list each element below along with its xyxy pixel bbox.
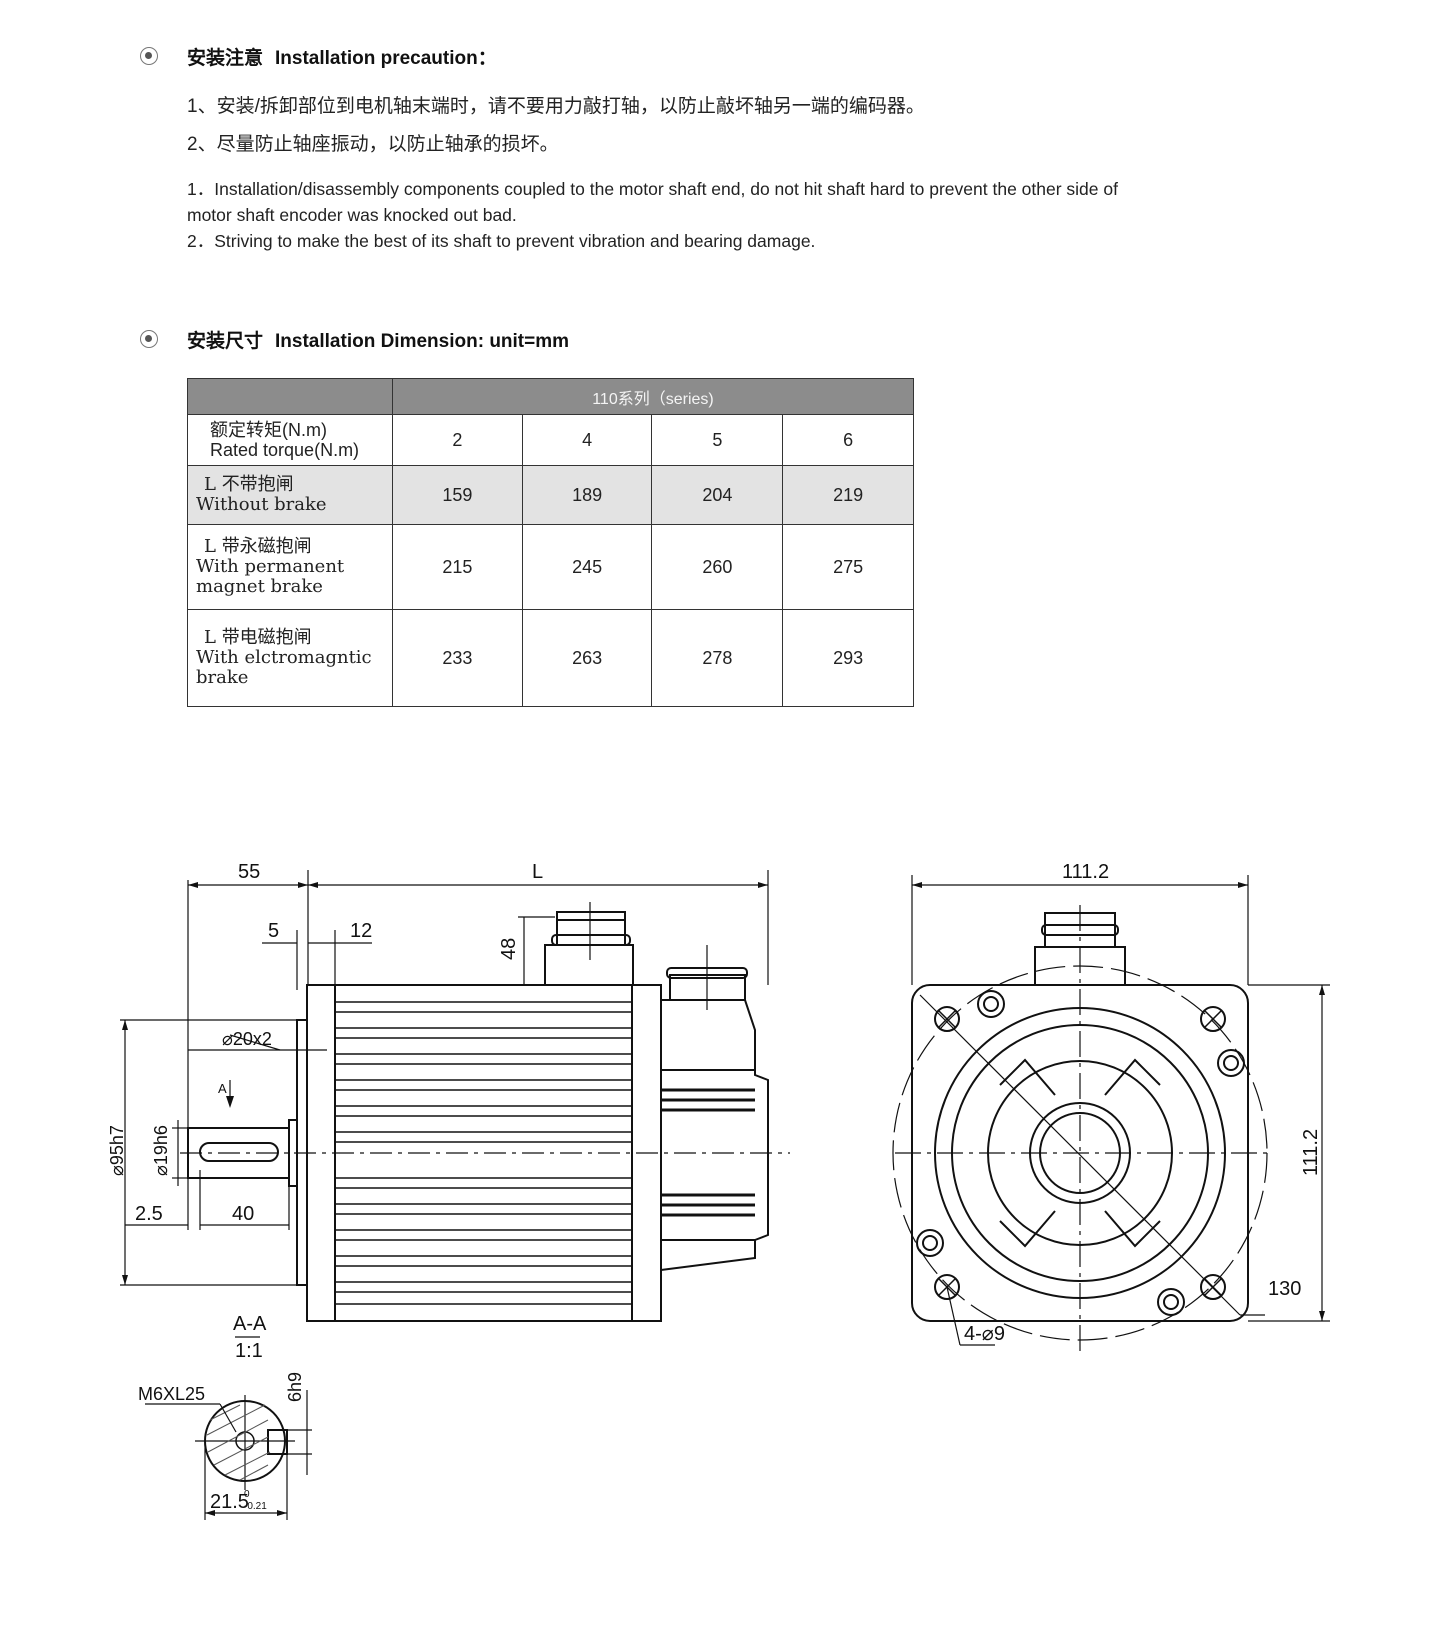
view-arrow-label: A [218,1081,227,1096]
precaution-heading-cn: 安装注意 [187,48,264,69]
dimension-heading-cn: 安装尺寸 [187,331,264,352]
row-label-electromagnetic-brake: L 带电磁抱闸 With elctromagntic brake [187,609,393,707]
table-cell: 6 [782,414,914,466]
table-cell: 278 [651,609,784,707]
dim-5-label: 5 [268,920,279,942]
precaution-en-line-1: 1．Installation/disassembly components co… [187,179,1118,199]
dimension-table: 110系列（series) 额定转矩(N.m) Rated torque(N.m… [187,378,915,707]
holes-label: 4-⌀9 [964,1323,1005,1345]
table-row: L 带电磁抱闸 With elctromagntic brake 233 263… [187,609,914,707]
row-label-en: With elctromagntic brake [196,647,372,688]
table-cell: 263 [521,609,653,707]
front-dims [911,875,1330,1346]
table-cell: 245 [521,524,653,610]
section-scale: 1:1 [235,1340,263,1362]
front-height-label: 111.2 [1300,1129,1322,1176]
precaution-heading-en: Installation precaution： [275,48,497,69]
row-label-l: L [204,474,216,495]
row-label-l: L [204,627,216,648]
row-label-cn: 额定转矩(N.m) [210,420,327,440]
precaution-en-line-3: 2．Striving to make the best of its shaft… [187,231,816,251]
table-row: L 带永磁抱闸 With permanent magnet brake 215 … [187,524,914,610]
row-label-l: L [204,536,216,557]
row-label-en: Without brake [196,494,327,515]
precaution-heading: 安装注意 Installation precaution： [187,43,497,70]
table-cell: 204 [651,465,784,525]
thread-label: M6XL25 [138,1384,205,1404]
dimension-heading: 安装尺寸 Installation Dimension: unit=mm [187,326,569,353]
precaution-en-text: 1．Installation/disassembly components co… [187,176,1227,254]
series-header: 110系列（series) [391,378,915,415]
shaft [187,1119,298,1187]
dim-19h6-label: ⌀19h6 [151,1125,171,1176]
table-header-blank [187,378,393,415]
section-view [145,1336,312,1520]
cooling-fins [335,1001,632,1305]
table-header-row: 110系列（series) [187,378,915,415]
key-width-label: 6h9 [285,1372,305,1402]
dim-2-5-label: 2.5 [135,1203,163,1225]
depth-label: 21.5 [210,1491,249,1513]
precaution-en-line-2: motor shaft encoder was knocked out bad. [187,205,517,225]
dimension-arrows [122,882,1325,1516]
row-label-en: Rated torque(N.m) [210,440,360,460]
table-cell: 5 [651,414,784,466]
row-label-permanent-brake: L 带永磁抱闸 With permanent magnet brake [187,524,393,610]
table-cell: 2 [391,414,523,466]
table-cell: 189 [521,465,653,525]
front-view [892,905,1270,1355]
front-width-label: 111.2 [1062,861,1109,883]
table-cell: 215 [391,524,523,610]
dim-l-label: L [532,861,543,883]
dim-shaft-label: ⌀20x2 [222,1029,272,1049]
row-label-en: With permanent magnet brake [196,556,345,597]
table-cell: 219 [782,465,914,525]
row-label-cn: 带永磁抱闸 [221,536,312,557]
table-cell: 260 [651,524,784,610]
table-cell: 275 [782,524,914,610]
section-title: A-A [233,1313,267,1335]
encoder-housing [660,945,769,1272]
dim-55-label: 55 [238,861,260,883]
table-cell: 233 [391,609,523,707]
dim-48-label: 48 [498,938,520,960]
table-row: L 不带抱闸 Without brake 159 189 204 219 [187,465,914,525]
dimension-heading-en: Installation Dimension: unit=mm [275,331,570,352]
row-label-without-brake: L 不带抱闸 Without brake [187,465,393,525]
row-label-cn: 带电磁抱闸 [221,627,312,648]
tolerance-upper: 0 [244,1489,250,1500]
precaution-cn-line-1: 1、安装/拆卸部位到电机轴末端时，请不要用力敲打轴，以防止敲坏轴另一端的编码器。 [187,96,925,117]
power-connector [544,902,634,986]
section-bullet-icon [140,47,158,65]
pcd-label: 130 [1268,1278,1301,1300]
tolerance-lower: -0.21 [244,1501,267,1512]
row-label-torque: 额定转矩(N.m) Rated torque(N.m) [187,414,393,466]
precaution-cn-line-2: 2、尽量防止轴座振动，以防止轴承的损坏。 [187,134,559,155]
table-cell: 293 [782,609,914,707]
dim-95h7-label: ⌀95h7 [107,1125,127,1176]
section-bullet-icon [140,330,158,348]
side-dim-left [120,1019,327,1286]
row-label-cn: 不带抱闸 [221,474,294,495]
table-row: 额定转矩(N.m) Rated torque(N.m) 2 4 5 6 [187,414,914,466]
table-cell: 159 [391,465,523,525]
dim-40-label: 40 [232,1203,254,1225]
dim-12-label: 12 [350,920,372,942]
